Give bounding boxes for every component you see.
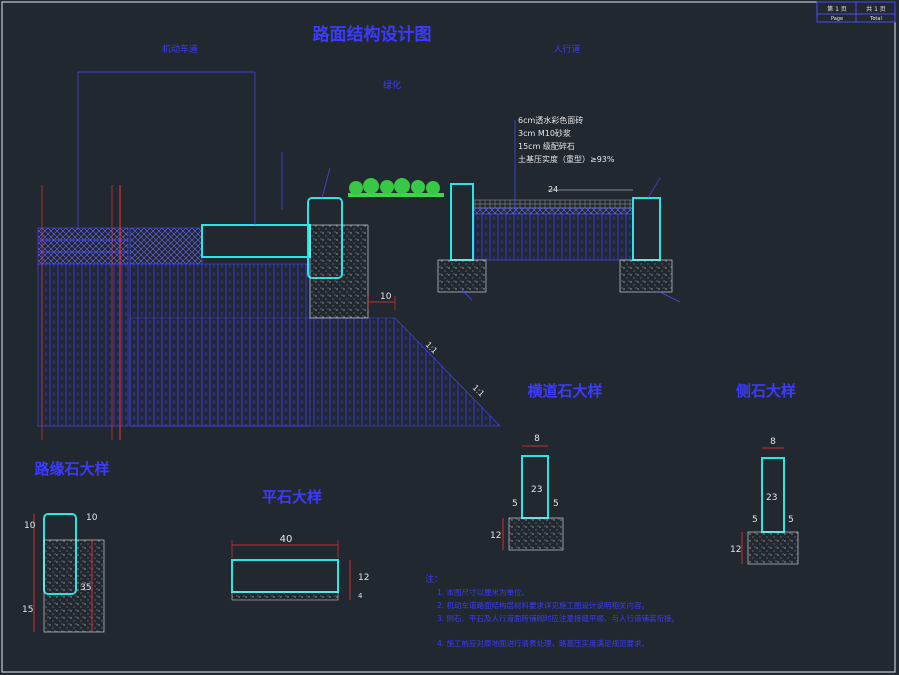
curb-total: 35 <box>80 583 91 593</box>
note-0: 1. 本图尺寸以厘米为单位。 <box>437 587 529 597</box>
roadbed-left <box>37 227 501 427</box>
greenery <box>348 178 444 197</box>
border-r: 5 <box>788 515 794 525</box>
flat-detail-title: 平石大样 <box>262 488 322 506</box>
title-block <box>816 1 896 23</box>
title-block-cell2: 共 1 页 <box>866 5 886 13</box>
curb-detail-title: 路缘石大样 <box>34 460 109 478</box>
sidewalk-curb-left <box>450 183 474 261</box>
sidewalk-layer-3: 土基压实度（重型）≥93% <box>518 154 615 164</box>
sidewalk-layer-2: 15cm 级配碎石 <box>518 141 575 151</box>
border-l: 5 <box>752 515 758 525</box>
title-block-cell1: 第 1 页 <box>827 5 847 13</box>
border-base: 12 <box>730 545 741 555</box>
flat-height: 12 <box>358 573 369 583</box>
note-1: 2. 机动车道路面结构层材料要求详见施工图设计说明相关内容。 <box>437 600 649 610</box>
sidewalk-layer-1: 3cm M10砂浆 <box>518 128 571 138</box>
border-detail <box>741 447 799 565</box>
border-detail-title: 侧石大样 <box>736 382 796 400</box>
border-w: 8 <box>770 437 776 447</box>
flat-base: 4 <box>358 592 363 600</box>
sidewalk-layer-0: 6cm透水彩色面砖 <box>518 115 583 125</box>
dim-10-label: 10 <box>380 292 392 302</box>
title-block-sub1: Page <box>831 16 843 22</box>
curb-detail <box>33 513 105 633</box>
border-h: 23 <box>766 493 777 503</box>
leader-lines <box>77 71 681 303</box>
side-l: 5 <box>512 499 518 509</box>
flat-stone-main <box>201 224 311 258</box>
drawing-title: 路面结构设计图 <box>313 24 432 45</box>
side-w: 8 <box>534 434 540 444</box>
side-r: 5 <box>553 499 559 509</box>
note-3: 4. 施工前应对原地面进行清表处理，路基压实度满足规范要求。 <box>437 638 649 648</box>
side-base: 12 <box>490 531 501 541</box>
title-block-sub2: Total <box>869 16 882 22</box>
curb-concrete-base <box>309 224 369 319</box>
sidewalk-curb-right <box>632 197 661 261</box>
dim-10 <box>367 296 396 310</box>
notes-label: 注： <box>425 573 443 585</box>
curb-base: 15 <box>22 605 33 615</box>
flat-width: 40 <box>280 534 293 545</box>
header-left: 机动车道 <box>162 43 198 55</box>
curb-left: 10 <box>24 521 36 531</box>
side-detail-title: 横道石大样 <box>527 382 602 400</box>
sidewalk-section <box>437 183 673 293</box>
side-detail <box>502 445 564 551</box>
sidewalk-dim: 24 <box>548 185 558 194</box>
curb-top: 10 <box>86 513 98 523</box>
header-middle: 绿化 <box>383 79 401 91</box>
header-right: 人行道 <box>553 43 580 55</box>
flat-detail <box>231 540 351 601</box>
slope-2: 1:1 <box>471 383 486 398</box>
side-h: 23 <box>531 485 542 495</box>
note-2: 3. 侧石、平石及人行道面砖铺砌时应注意接缝平顺、与人行道铺装衔接。 <box>437 613 679 623</box>
